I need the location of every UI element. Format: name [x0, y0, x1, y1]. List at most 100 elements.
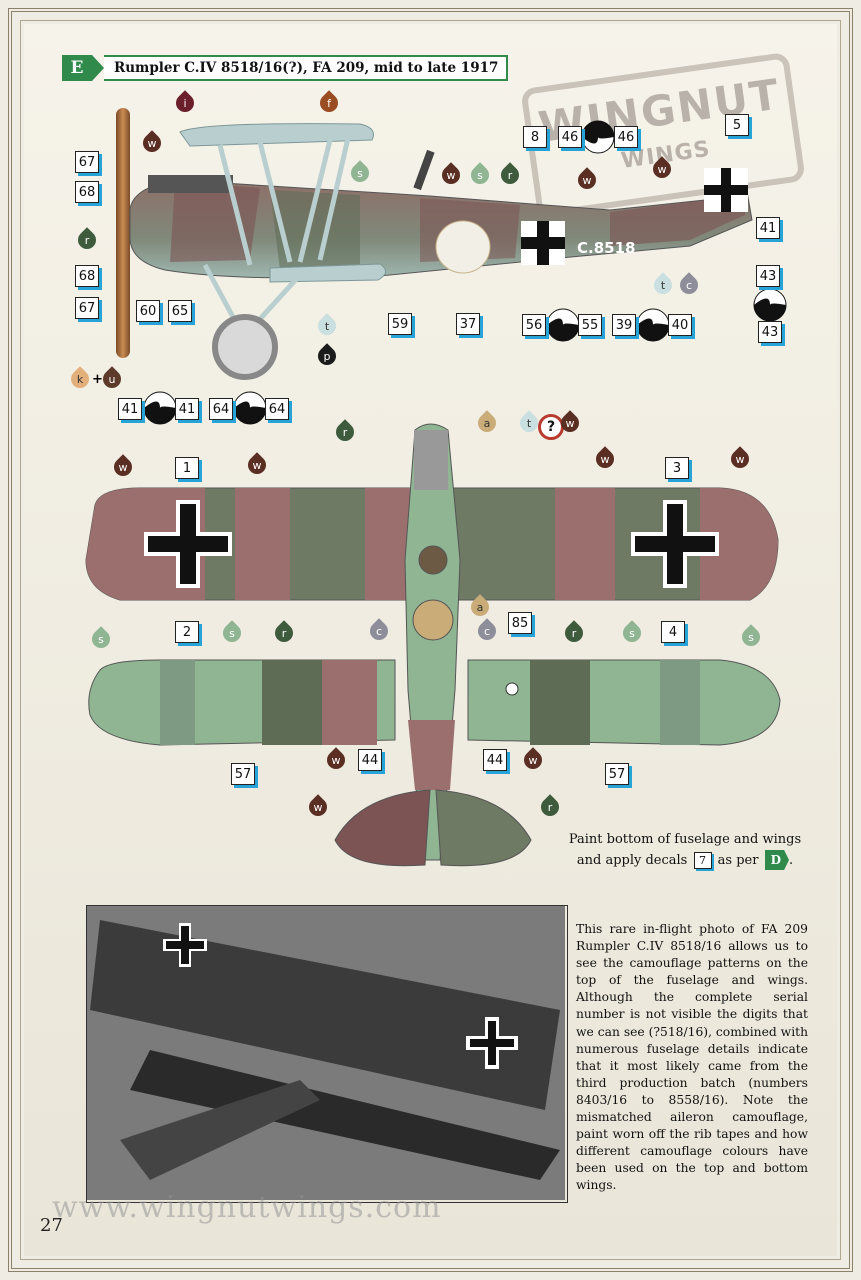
lower-wing-camo-band: [660, 660, 700, 745]
drop-label: s: [477, 168, 483, 182]
drop-label: u: [108, 372, 116, 386]
drop-label: f: [327, 96, 331, 110]
top-wing-camo-band: [365, 488, 410, 600]
drop-label: t: [526, 416, 532, 430]
callout-box: 43: [758, 321, 782, 343]
colour-drop-r: r: [561, 620, 587, 646]
lower-wing-camo-band: [160, 660, 195, 745]
colour-drop-s: s: [467, 162, 493, 188]
note-line-2: and apply decals 7 as per D.: [560, 850, 810, 871]
drop-label: s: [629, 626, 635, 640]
profile-header: E Rumpler C.IV 8518/16(?), FA 209, mid t…: [62, 55, 509, 81]
callout-box: 40: [668, 314, 692, 336]
colour-drop-w: w: [557, 410, 583, 436]
engine-block: [148, 175, 233, 193]
colour-drop-s: s: [347, 160, 373, 186]
drop-label: w: [331, 753, 341, 767]
photo-content: [87, 906, 565, 1200]
callout-box: 68: [75, 181, 99, 203]
drop-label: s: [357, 166, 363, 180]
profile-title: Rumpler C.IV 8518/16(?), FA 209, mid to …: [104, 55, 509, 81]
callout-box: 56: [522, 314, 546, 336]
colour-drop-s: s: [619, 620, 645, 646]
colour-drop-t: t: [650, 272, 676, 298]
colour-drop-r: r: [74, 227, 100, 253]
top-wing-camo-band: [700, 488, 778, 600]
drop-label: w: [735, 452, 745, 466]
callout-box: 64: [209, 398, 233, 420]
drop-label: w: [313, 800, 323, 814]
tailplane-right: [435, 789, 532, 867]
top-wing-cross-left: [144, 500, 232, 588]
colour-drop-w: w: [438, 162, 464, 188]
callout-box: 41: [175, 398, 199, 420]
note-period: .: [788, 853, 794, 868]
colour-drop-w: w: [727, 446, 753, 472]
colour-drop-f: f: [316, 90, 342, 116]
colour-drop-k: k: [67, 366, 93, 392]
colour-drop-w: w: [649, 156, 675, 182]
profile-letter-tag: E: [62, 55, 104, 81]
callout-box: 46: [558, 126, 582, 148]
callout-box: 43: [756, 265, 780, 287]
page-outer-frame: [8, 8, 853, 1272]
photo-caption: This rare in-flight photo of FA 209 Rump…: [576, 922, 808, 1193]
pilot-cockpit: [418, 545, 448, 575]
lion-head-emblem: [435, 220, 491, 274]
drop-label: w: [118, 460, 128, 474]
drop-label: w: [565, 416, 575, 430]
callout-box: 68: [75, 265, 99, 287]
callout-box: 44: [358, 749, 382, 771]
colour-drop-r: r: [332, 419, 358, 445]
lower-wing-camo-band: [322, 660, 377, 745]
callout-box: 5: [725, 114, 749, 136]
cabane-struts: [217, 137, 351, 266]
callout-box: 46: [614, 126, 638, 148]
page-number: 27: [40, 1215, 63, 1236]
drop-label: w: [252, 458, 262, 472]
drop-label: p: [323, 349, 331, 363]
callout-box: 41: [118, 398, 142, 420]
drop-label: t: [660, 278, 666, 292]
callout-box: 64: [265, 398, 289, 420]
callout-box: 3: [665, 457, 689, 479]
colour-drop-u: u: [99, 366, 125, 392]
top-view: [85, 423, 781, 867]
drop-label: r: [507, 168, 513, 182]
drop-label: a: [476, 600, 484, 614]
colour-drop-w: w: [520, 747, 546, 773]
drop-label: r: [571, 626, 577, 640]
callout-box: 67: [75, 151, 99, 173]
colour-drop-c: c: [676, 272, 702, 298]
top-wing-cross-right: [631, 500, 719, 588]
callout-box: 8: [523, 126, 547, 148]
colour-drop-r: r: [537, 794, 563, 820]
lower-wing-camo-band: [262, 660, 322, 745]
drop-label: r: [84, 233, 90, 247]
colour-drop-a: a: [467, 594, 493, 620]
drop-label: c: [685, 278, 693, 292]
colour-drop-a: a: [474, 410, 500, 436]
side-serial-marking: C.8518: [577, 239, 635, 257]
profile-reference-tag: D: [764, 850, 789, 870]
in-flight-photo: [86, 905, 568, 1203]
callout-box: 57: [231, 763, 255, 785]
drop-label: w: [147, 136, 157, 150]
drop-label: w: [528, 753, 538, 767]
callout-box: 85: [508, 612, 532, 634]
drop-label: s: [98, 632, 104, 646]
side-wheel: [212, 314, 278, 380]
drop-label: t: [324, 319, 330, 333]
tailplane-left: [334, 789, 431, 867]
callout-box: 65: [168, 300, 192, 322]
drop-label: w: [657, 162, 667, 176]
callout-box: 4: [661, 621, 685, 643]
callout-box: 41: [756, 217, 780, 239]
colour-drop-t: t: [314, 313, 340, 339]
callout-box: 57: [605, 763, 629, 785]
top-lower-wing-right: [467, 659, 781, 746]
colour-drop-w: w: [305, 794, 331, 820]
drop-label: w: [600, 452, 610, 466]
colour-drop-w: w: [244, 452, 270, 478]
drop-label: a: [483, 416, 491, 430]
